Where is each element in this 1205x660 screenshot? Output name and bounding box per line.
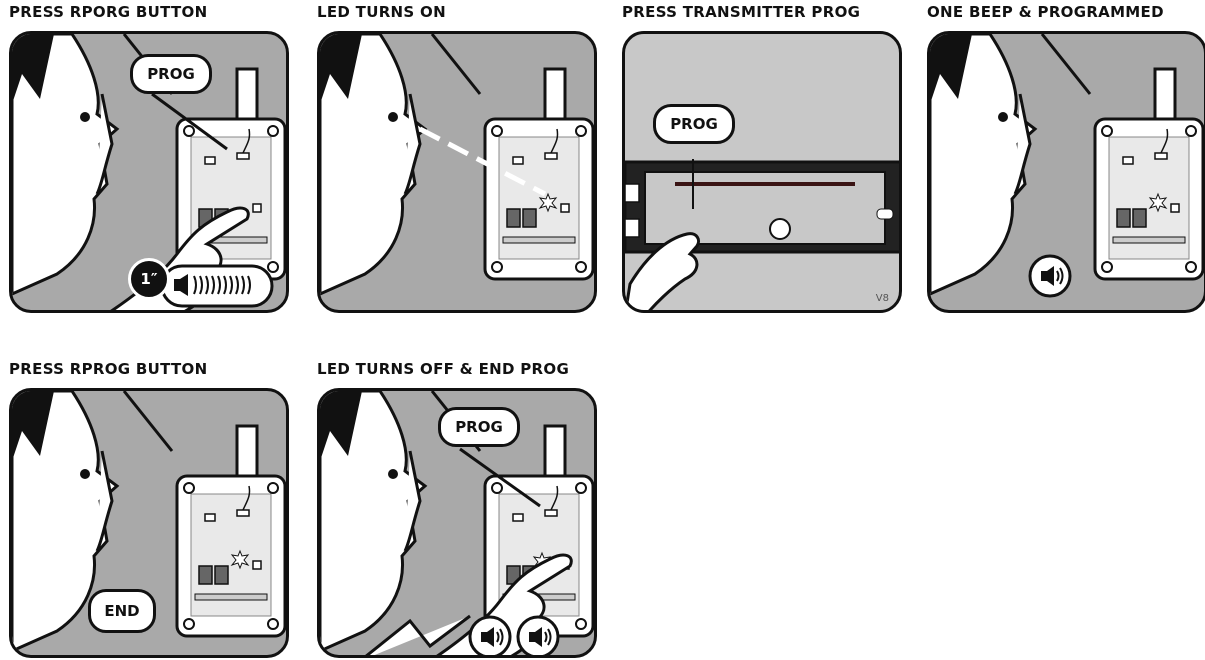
step-title: ONE BEEP & PROGRAMMED	[927, 3, 1164, 21]
step-panel: PROG V8	[622, 31, 902, 313]
duration-badge: 1″	[128, 258, 170, 300]
receiver-board-icon	[177, 426, 285, 636]
step-title: PRESS TRANSMITTER PROG	[622, 3, 860, 21]
step-panel: PROG	[317, 388, 597, 658]
face-profile-icon	[320, 34, 480, 294]
long-beep-icon	[162, 266, 272, 306]
speaker-beep-icon	[518, 617, 558, 657]
step-panel: END	[9, 388, 289, 658]
transmitter-icon	[625, 162, 902, 252]
prog-bubble: PROG	[130, 54, 212, 94]
step-title: LED TURNS ON	[317, 3, 446, 21]
step-title: PRESS RPROG BUTTON	[9, 360, 207, 378]
end-bubble: END	[88, 589, 156, 633]
step-title: LED TURNS OFF & END PROG	[317, 360, 569, 378]
receiver-board-icon	[1095, 69, 1203, 279]
step-panel: PROG 1″	[9, 31, 289, 313]
prog-bubble: PROG	[653, 104, 735, 144]
face-profile-icon	[930, 34, 1090, 294]
receiver-board-icon	[485, 69, 593, 279]
step-panel	[927, 31, 1205, 313]
version-label: V8	[876, 293, 889, 304]
prog-bubble: PROG	[438, 407, 520, 447]
step-title: PRESS RPORG BUTTON	[9, 3, 207, 21]
speaker-beep-icon	[1030, 256, 1070, 296]
speaker-beep-icon	[470, 617, 510, 657]
step-panel	[317, 31, 597, 313]
